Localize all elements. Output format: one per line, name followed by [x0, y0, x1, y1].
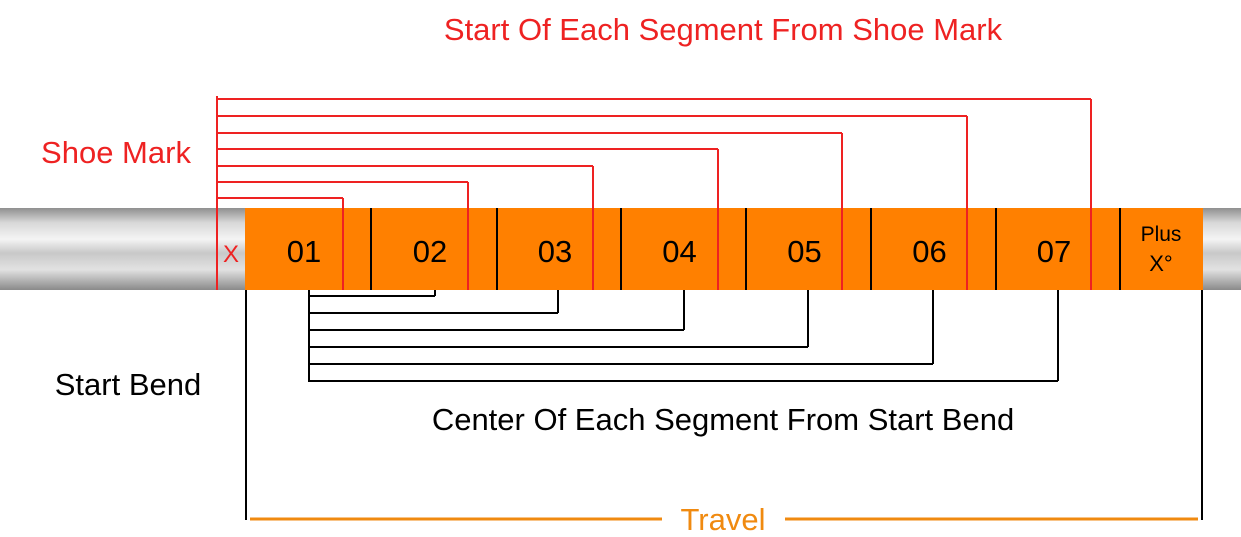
segment-labels: 01 02 03 04 05 06 07 — [287, 234, 1071, 269]
center-caption: Center Of Each Segment From Start Bend — [432, 402, 1014, 437]
segment-label: 06 — [912, 234, 946, 269]
shoe-mark-brackets — [216, 96, 1092, 290]
segment-label: 01 — [287, 234, 321, 269]
segment-label: 04 — [662, 234, 696, 269]
x-label: X — [223, 241, 239, 268]
segment-band — [245, 208, 1203, 290]
travel-label: Travel — [681, 502, 766, 537]
plus-label: Plus — [1141, 223, 1182, 246]
segment-label: 03 — [538, 234, 572, 269]
segment-label: 02 — [413, 234, 447, 269]
start-bend-label: Start Bend — [55, 367, 201, 402]
segment-label: 05 — [787, 234, 821, 269]
segment-label: 07 — [1037, 234, 1071, 269]
plus-degree-label: X° — [1149, 251, 1172, 276]
segment-center-brackets — [308, 290, 1059, 382]
diagram-title: Start Of Each Segment From Shoe Mark — [444, 12, 1003, 47]
shoe-mark-label: Shoe Mark — [41, 135, 191, 170]
segment-dividers — [370, 208, 1121, 290]
